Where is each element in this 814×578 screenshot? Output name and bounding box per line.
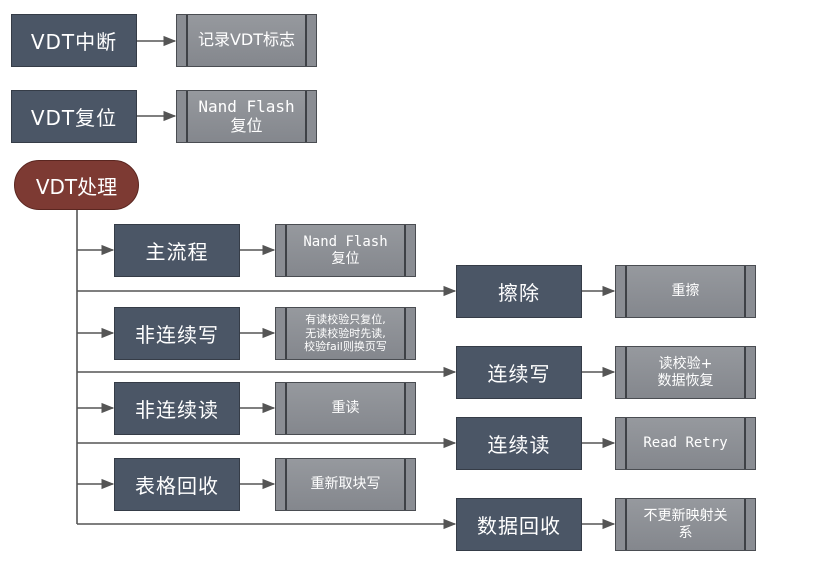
- data-recycle-action-label: 不更新映射关 系: [643, 508, 728, 541]
- cont-read-action-box: Read Retry: [615, 417, 756, 470]
- vdt-process-label: VDT处理: [35, 174, 118, 199]
- noncont-write-action-label: 有读校验只复位, 无读校验时先读, 校验fail则换页写: [304, 312, 387, 354]
- noncont-write-label: 非连续写: [135, 323, 219, 347]
- main-flow-box: 主流程: [114, 224, 240, 277]
- record-flag-box: 记录VDT标志: [176, 14, 317, 67]
- record-flag-label: 记录VDT标志: [197, 30, 296, 50]
- vdt-process-root: VDT处理: [14, 160, 139, 210]
- cont-write-action-label: 读校验+ 数据恢复: [657, 356, 714, 389]
- erase-label: 擦除: [498, 281, 540, 305]
- table-recycle-action-box: 重新取块写: [275, 458, 416, 511]
- noncont-read-action-label: 重读: [331, 400, 360, 417]
- cont-write-label: 连续写: [487, 362, 551, 386]
- cont-write-box: 连续写: [456, 346, 582, 399]
- vdt-reset-box: VDT复位: [11, 90, 137, 143]
- erase-action-label: 重擦: [671, 283, 700, 300]
- vdt-interrupt-label: VDT中断: [30, 30, 118, 54]
- table-recycle-box: 表格回收: [114, 458, 240, 511]
- nand-reset-label: Nand Flash 复位: [198, 97, 295, 135]
- noncont-write-box: 非连续写: [114, 307, 240, 360]
- erase-action-box: 重擦: [615, 265, 756, 318]
- vdt-interrupt-box: VDT中断: [11, 14, 137, 67]
- data-recycle-box: 数据回收: [456, 498, 582, 551]
- cont-read-label: 连续读: [487, 433, 551, 457]
- cont-read-action-label: Read Retry: [643, 435, 728, 452]
- noncont-read-box: 非连续读: [114, 382, 240, 435]
- nand-reset-box: Nand Flash 复位: [176, 90, 317, 143]
- cont-write-action-box: 读校验+ 数据恢复: [615, 346, 756, 399]
- main-flow-label: 主流程: [145, 240, 209, 264]
- noncont-read-label: 非连续读: [135, 398, 219, 422]
- erase-box: 擦除: [456, 265, 582, 318]
- vdt-reset-label: VDT复位: [30, 106, 118, 130]
- main-flow-action-label: Nand Flash 复位: [303, 234, 388, 267]
- data-recycle-action-box: 不更新映射关 系: [615, 498, 756, 551]
- noncont-write-action-box: 有读校验只复位, 无读校验时先读, 校验fail则换页写: [275, 307, 416, 360]
- cont-read-box: 连续读: [456, 417, 582, 470]
- main-flow-action-box: Nand Flash 复位: [275, 224, 416, 277]
- noncont-read-action-box: 重读: [275, 382, 416, 435]
- table-recycle-label: 表格回收: [135, 474, 219, 498]
- table-recycle-action-label: 重新取块写: [310, 476, 381, 493]
- data-recycle-label: 数据回收: [477, 514, 561, 538]
